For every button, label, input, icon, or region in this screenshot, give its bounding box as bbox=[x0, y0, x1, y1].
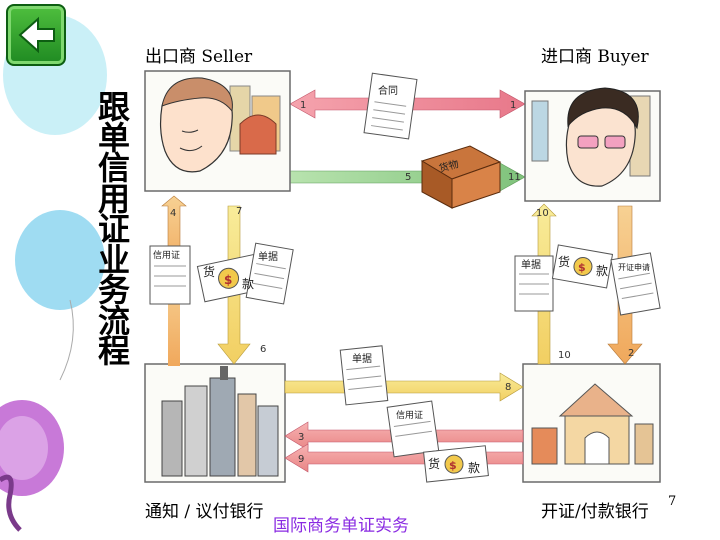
step-number: 11 bbox=[508, 172, 521, 183]
step-number: 8 bbox=[505, 382, 511, 393]
title-char: 跟 bbox=[96, 92, 132, 123]
lc-document-center bbox=[387, 401, 439, 457]
arrow-docs-forward bbox=[285, 373, 523, 401]
docs-text-right: 单据 bbox=[521, 258, 541, 271]
contract-document bbox=[364, 73, 417, 139]
advising-bank-label: 通知 / 议付银行 bbox=[145, 497, 264, 522]
title-char: 程 bbox=[96, 336, 132, 367]
payment-kuan-right: 款 bbox=[596, 264, 608, 278]
footer-course-title: 国际商务单证实务 bbox=[273, 511, 409, 536]
title-char: 信 bbox=[96, 153, 132, 184]
vertical-title: 跟 单 信 用 证 业 务 流 程 bbox=[96, 92, 132, 367]
payment-huo-left: 货 bbox=[203, 264, 215, 279]
seller-label: 出口商 Seller bbox=[145, 42, 252, 67]
step-number: 5 bbox=[405, 172, 411, 183]
dollar-right: $ bbox=[578, 261, 586, 274]
balloon-blue bbox=[15, 210, 105, 310]
issuing-bank-panel bbox=[523, 364, 660, 482]
title-char: 务 bbox=[96, 275, 132, 306]
back-button[interactable] bbox=[6, 4, 66, 66]
payment-kuan-bottom: 款 bbox=[468, 461, 480, 475]
lc-text: 信用证 bbox=[153, 249, 180, 261]
step-number: 7 bbox=[236, 206, 242, 217]
dollar-left: $ bbox=[224, 273, 232, 287]
advising-bank-panel bbox=[145, 364, 285, 482]
step-number: 1 bbox=[300, 100, 306, 111]
payment-huo-bottom: 货 bbox=[428, 456, 440, 471]
goods-crate bbox=[422, 146, 500, 208]
title-char: 证 bbox=[96, 214, 132, 245]
payment-kuan-left: 款 bbox=[242, 277, 254, 291]
issuing-bank-label: 开证/付款银行 bbox=[541, 497, 649, 522]
step-number: 6 bbox=[260, 344, 266, 355]
docs-text-left: 单据 bbox=[258, 250, 278, 263]
step-number: 1 bbox=[510, 100, 516, 111]
dollar-bottom: $ bbox=[449, 459, 457, 472]
buyer-label: 进口商 Buyer bbox=[541, 42, 649, 67]
page-number: 7 bbox=[668, 494, 676, 509]
buyer-panel bbox=[525, 88, 660, 201]
application-text: 开证申请 bbox=[618, 262, 650, 272]
seller-panel bbox=[145, 71, 290, 191]
step-number: 9 bbox=[298, 454, 304, 465]
step-number: 2 bbox=[628, 348, 634, 359]
contract-text: 合同 bbox=[378, 84, 398, 97]
left-arrow-icon bbox=[8, 6, 64, 64]
payment-huo-right: 货 bbox=[558, 254, 570, 269]
step-number: 3 bbox=[298, 432, 304, 443]
step-number: 4 bbox=[170, 208, 176, 219]
step-number: 10 bbox=[536, 208, 549, 219]
step-number: 10 bbox=[558, 350, 571, 361]
lc-text-center: 信用证 bbox=[396, 409, 423, 421]
docs-text-center: 单据 bbox=[352, 352, 372, 365]
lc-flow-diagram: 合同 货物 信用证 货 $ 款 单据 单据 货 $ 款 开证申请 单据 信用证 … bbox=[140, 66, 665, 492]
